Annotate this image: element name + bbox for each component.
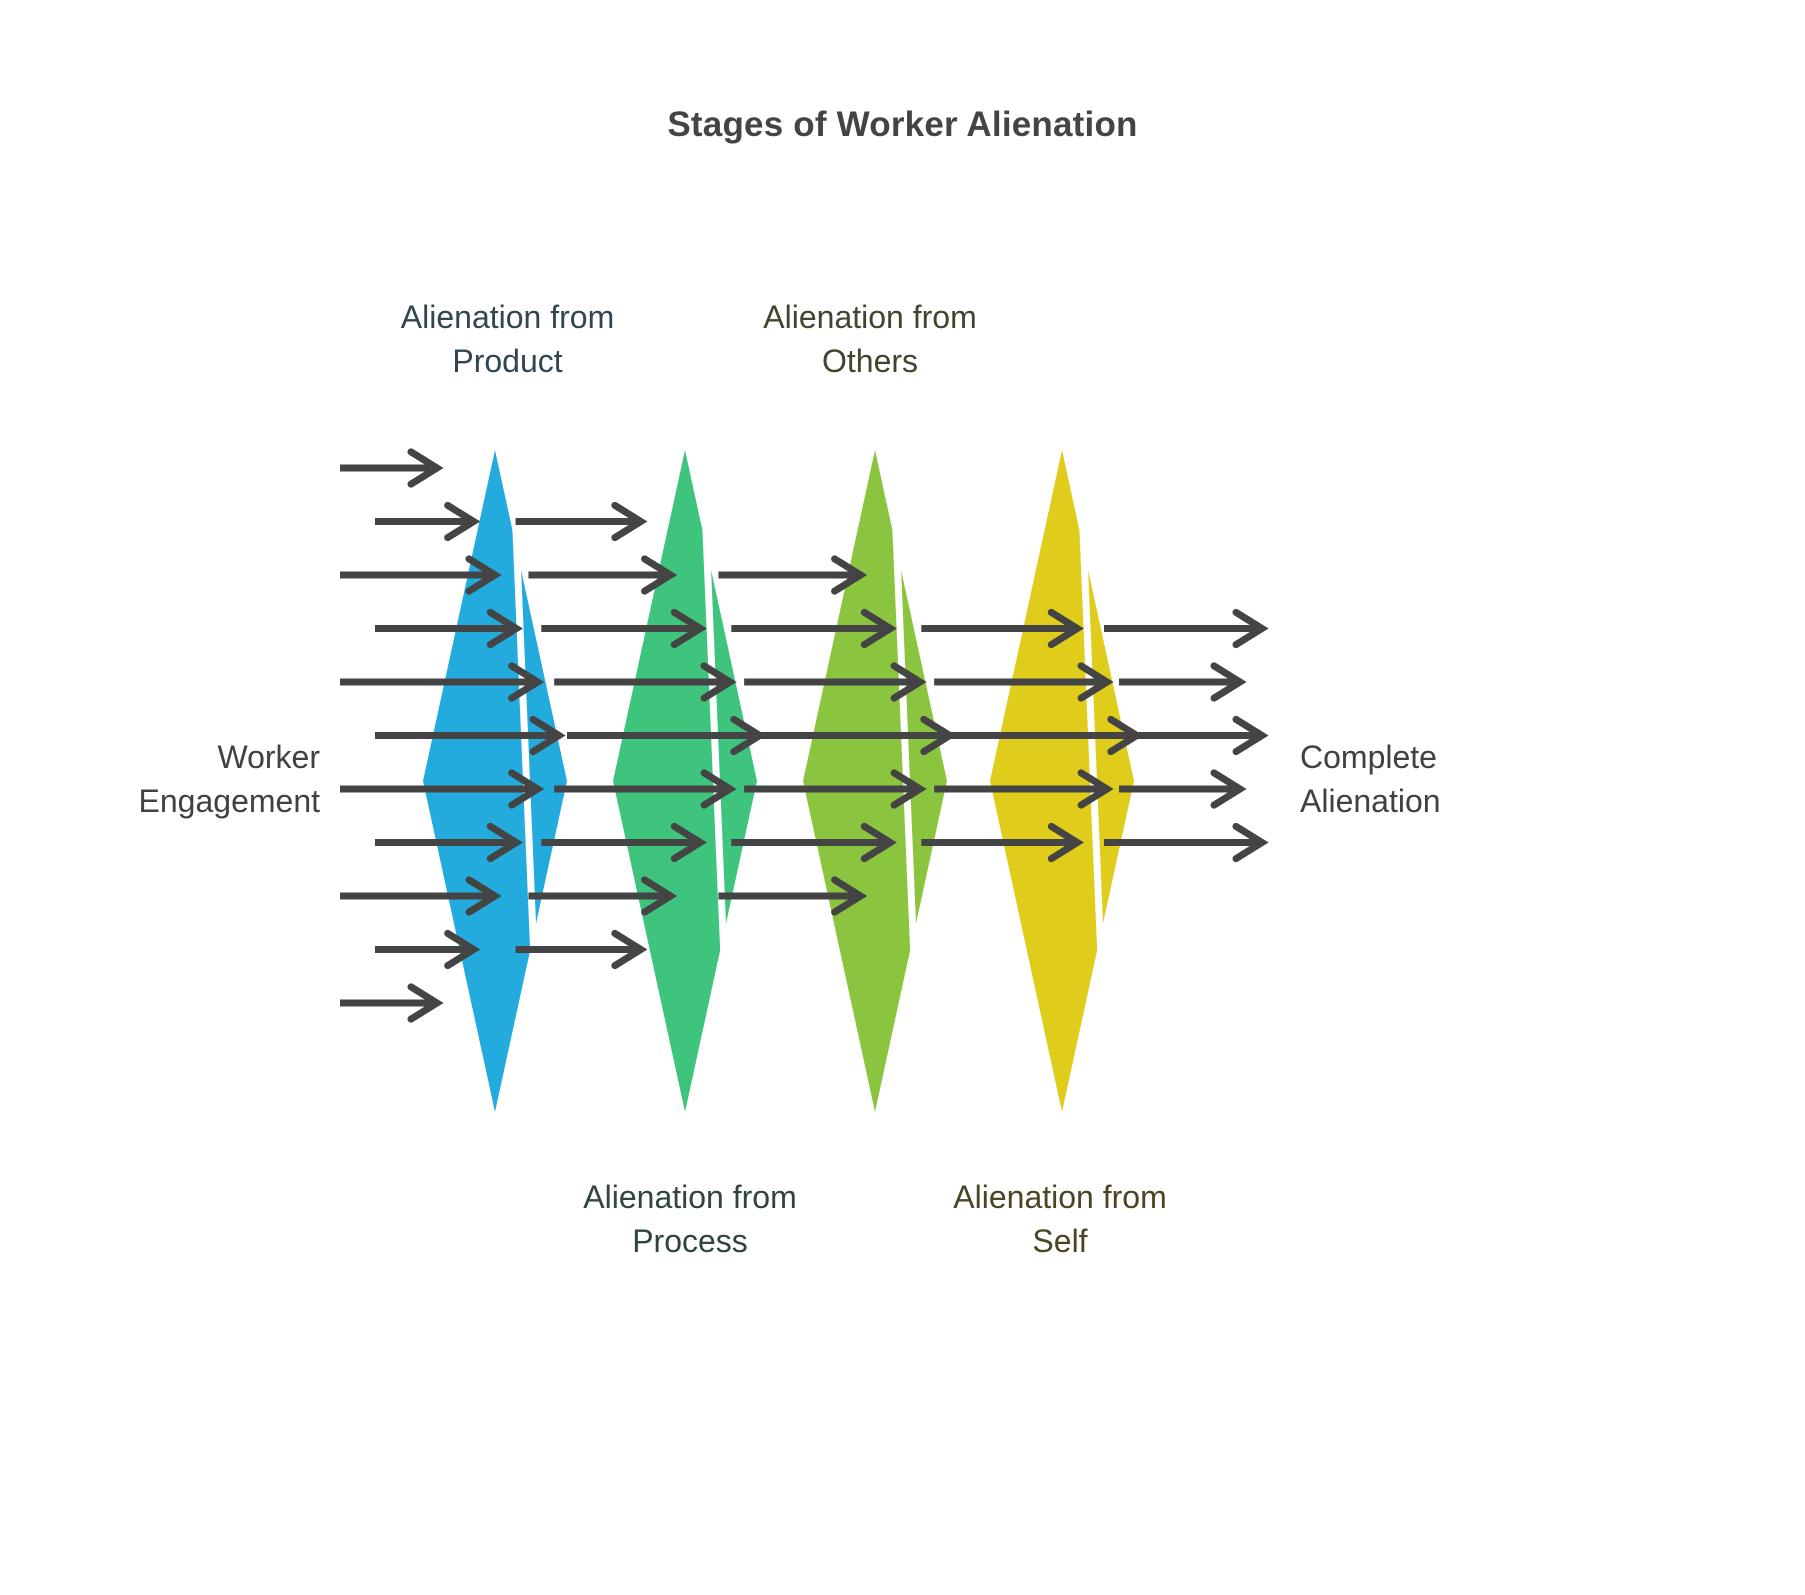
- flow-arrow: [340, 983, 444, 1023]
- flow-arrow: [340, 448, 444, 488]
- flow-arrow: [375, 715, 566, 756]
- stage-shape-process: [613, 449, 757, 1113]
- flow-arrow: [375, 501, 481, 542]
- flow-arrow: [340, 769, 545, 809]
- flow-arrow: [541, 822, 707, 863]
- flow-arrow: [541, 608, 707, 649]
- flow-arrow: [921, 608, 1084, 649]
- stage-shape-others: [803, 449, 947, 1113]
- flow-arrow: [1104, 822, 1269, 863]
- flow-arrow: [515, 929, 648, 970]
- stage-shape-self: [990, 449, 1134, 1113]
- stage-label-product: Alienation from Product: [400, 299, 615, 379]
- endpoint-label-complete-alienation: Complete Alienation: [1300, 739, 1441, 819]
- stage-label-others: Alienation from Others: [763, 299, 977, 379]
- flow-arrow: [340, 876, 502, 916]
- flow-arrow: [718, 555, 868, 595]
- flow-arrow: [375, 822, 523, 863]
- flow-arrow: [1104, 608, 1269, 649]
- flow-arrow: [1119, 662, 1247, 702]
- flow-arrow: [515, 501, 648, 542]
- flow-arrow: [921, 822, 1084, 863]
- flow-arrow: [340, 662, 545, 702]
- flow-arrow: [554, 769, 737, 809]
- flow-arrow: [1134, 715, 1269, 756]
- flow-arrow: [528, 876, 678, 916]
- flow-arrow: [1119, 769, 1247, 809]
- flow-arrow: [528, 555, 678, 595]
- stage-label-process: Alienation from Process: [583, 1179, 797, 1259]
- stage-shape-product: [423, 449, 567, 1113]
- flow-arrow: [718, 876, 868, 916]
- endpoint-label-worker-engagement: Worker Engagement: [138, 739, 320, 819]
- flow-arrow: [554, 662, 737, 702]
- flow-arrow: [375, 608, 523, 649]
- flow-arrow: [744, 662, 927, 702]
- stage-label-self: Alienation from Self: [953, 1179, 1167, 1259]
- flow-arrow: [744, 769, 927, 809]
- flow-arrow: [934, 769, 1114, 809]
- flow-arrow: [934, 662, 1114, 702]
- flow-arrow: [731, 822, 897, 863]
- flow-arrow: [375, 929, 481, 970]
- flow-arrow: [340, 555, 502, 595]
- flow-arrow: [731, 608, 897, 649]
- page-title: Stages of Worker Alienation: [667, 105, 1138, 144]
